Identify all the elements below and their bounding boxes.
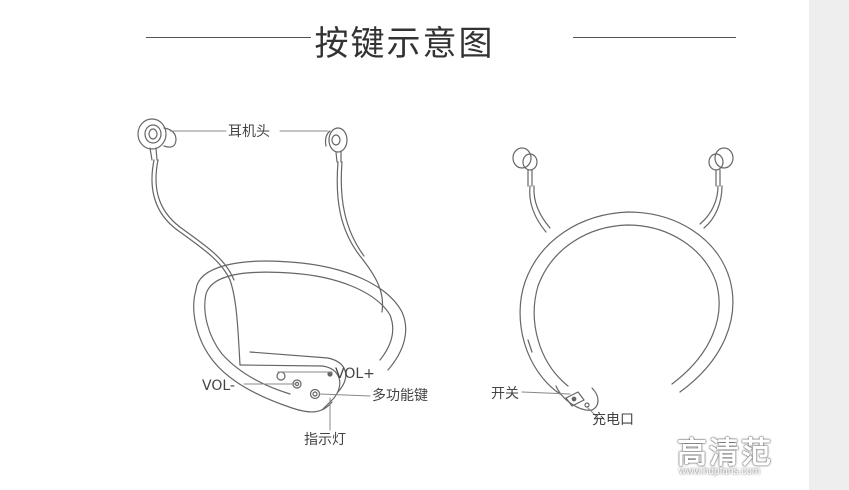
left-headset-drawing [137,118,407,413]
back-right-earbud-icon [708,147,734,187]
back-left-earbud-icon [512,147,538,187]
leader-lines [169,130,599,431]
side-strip [809,0,849,490]
page-title: 按键示意图 [314,24,495,64]
right-earbud-icon [324,127,348,163]
left-cable [151,159,241,366]
title-rule-left [146,37,311,38]
label-vol-plus: VOL+ [335,366,375,382]
label-earbud: 耳机头 [228,124,270,140]
title-rule-right [573,37,736,38]
label-power-switch: 开关 [491,386,519,402]
right-neckband [519,211,734,395]
watermark-url: www.hdpfans.com [679,466,761,477]
right-cable [336,161,384,313]
left-neckband [195,260,407,371]
left-earbud-icon [137,118,177,161]
label-multi-key: 多功能键 [372,387,428,404]
label-charge-port: 充电口 [592,412,634,428]
title-block: 按键示意图 [0,14,809,64]
watermark: 高清范 www.hdpfans.com [677,428,785,480]
watermark-title: 高清范 [677,436,773,471]
right-headset-drawing [512,147,734,411]
label-indicator: 指示灯 [304,432,346,448]
label-vol-minus: VOL- [202,378,235,394]
